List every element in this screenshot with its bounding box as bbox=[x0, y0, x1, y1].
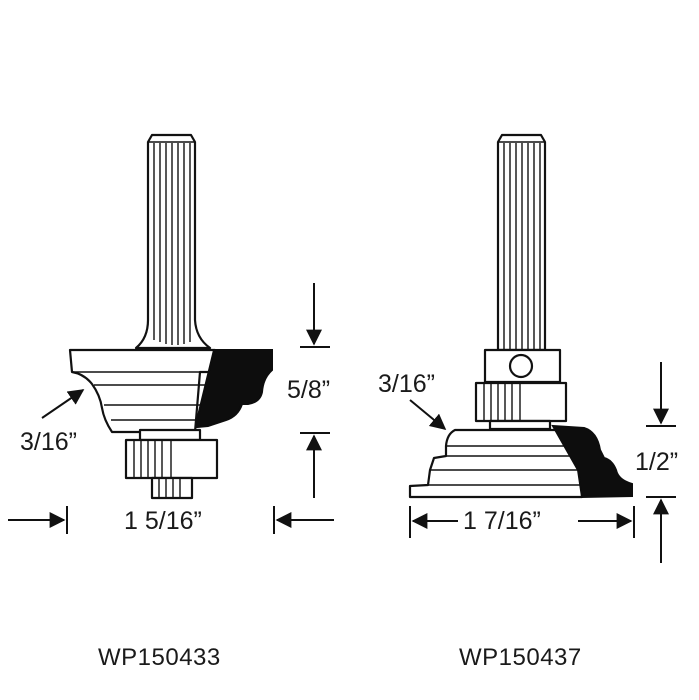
right-diameter-dimension bbox=[409, 506, 635, 538]
left-bit-shank bbox=[134, 133, 212, 350]
right-bit-shank bbox=[496, 133, 547, 352]
right-height-dimension bbox=[646, 362, 676, 563]
set-screw-icon bbox=[508, 353, 534, 379]
right-radius-label: 3/16” bbox=[378, 370, 435, 398]
left-radius-label: 3/16” bbox=[20, 428, 77, 456]
right-radius-arrow bbox=[409, 399, 447, 431]
left-bit-carbide-blade bbox=[196, 349, 273, 429]
right-bit-bearing bbox=[474, 381, 568, 431]
left-router-bit bbox=[8, 133, 334, 534]
right-height-label: 1/2” bbox=[635, 448, 678, 476]
left-diameter-label: 1 5/16” bbox=[124, 507, 202, 535]
right-part-number: WP150437 bbox=[459, 644, 582, 671]
right-diameter-label: 1 7/16” bbox=[463, 507, 541, 535]
left-radius-arrow bbox=[41, 389, 85, 419]
right-bit-collar bbox=[483, 348, 562, 384]
left-bit-bearing bbox=[124, 428, 219, 500]
left-part-number: WP150433 bbox=[98, 644, 221, 671]
left-height-label: 5/8” bbox=[287, 376, 330, 404]
left-diameter-dimension bbox=[8, 506, 334, 534]
left-height-dimension bbox=[300, 283, 330, 498]
right-bit-cutter-body bbox=[408, 428, 584, 499]
right-bit-carbide-blade bbox=[551, 424, 633, 499]
left-bit-cutter-body bbox=[68, 348, 217, 434]
right-router-bit bbox=[408, 133, 676, 563]
